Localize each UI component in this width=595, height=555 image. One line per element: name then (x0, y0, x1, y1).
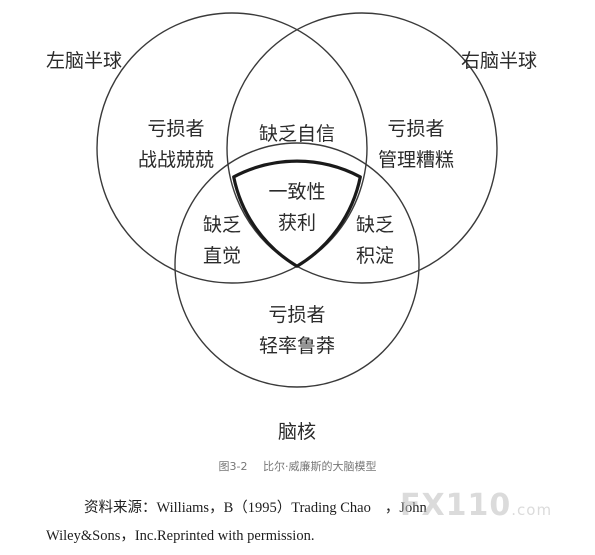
left-only-line-1: 亏损者 (147, 118, 204, 140)
source-line-1-tail: ，John (384, 500, 427, 516)
source-line-2: Wiley&Sons，Inc.Reprinted with permission… (46, 528, 315, 544)
source-line-1: 资料来源：Williams，B（1995）Trading Chao ，John (46, 494, 586, 522)
right-only-line-1: 亏损者 (387, 118, 444, 140)
watermark-logo: FX110.com (400, 488, 552, 523)
brain-core-circle (174, 142, 420, 388)
right-hemisphere-circle (226, 12, 498, 284)
core-only-line-1: 亏损者 (268, 304, 325, 326)
figure-title: 比尔·威廉斯的大脑模型 (262, 460, 377, 473)
brain-core-label: 脑核 (278, 421, 316, 443)
center-line-2: 获利 (278, 212, 316, 234)
right-only-line-2: 管理糟糕 (378, 149, 454, 171)
venn-diagram: 左脑半球 右脑半球 脑核 亏损者 战战兢兢 亏损者 管理糟糕 缺乏自信 一致性 … (46, 12, 537, 443)
watermark-suffix: .com (511, 501, 553, 519)
center-line-1: 一致性 (268, 181, 325, 203)
watermark-text: FX110 (400, 488, 512, 523)
right-core-overlap-line-1: 缺乏 (356, 214, 394, 236)
right-hemisphere-label: 右脑半球 (461, 50, 537, 72)
left-hemisphere-circle (96, 12, 368, 284)
core-only-line-2: 轻率鲁莽 (259, 335, 335, 357)
source-note: 资料来源：Williams，B（1995）Trading Chao ，John W… (46, 494, 586, 550)
left-hemisphere-label: 左脑半球 (46, 50, 122, 72)
figure-caption: 图3-2 比尔·威廉斯的大脑模型 (0, 458, 595, 474)
center-overlap-outline (232, 159, 362, 268)
left-right-overlap-label: 缺乏自信 (259, 123, 335, 145)
right-core-overlap-line-2: 积淀 (356, 245, 394, 267)
left-core-overlap-line-1: 缺乏 (203, 214, 241, 236)
left-only-line-2: 战战兢兢 (138, 149, 214, 171)
source-line-1-text: 资料来源：Williams，B（1995）Trading Chao (84, 500, 371, 516)
figure-number: 图3-2 (218, 460, 248, 473)
left-core-overlap-line-2: 直觉 (203, 245, 241, 267)
